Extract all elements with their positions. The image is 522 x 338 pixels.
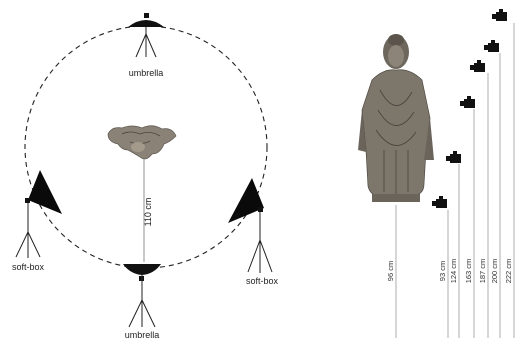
statue-top-view	[108, 126, 176, 159]
camera-height-label: 124 cm	[449, 259, 458, 284]
camera-icon	[470, 60, 485, 72]
softbox-right	[228, 178, 272, 273]
camera-height-label: 187 cm	[478, 259, 487, 284]
camera-height-label: 222 cm	[504, 259, 513, 284]
softbox-left-label: soft-box	[12, 262, 45, 272]
camera-icon	[492, 9, 507, 21]
camera-height-label: 200 cm	[490, 259, 499, 284]
distance-label: 110 cm	[143, 198, 153, 227]
statue-front-view	[358, 34, 434, 202]
camera-height-label: 93 cm	[438, 261, 447, 281]
umbrella-top	[128, 13, 164, 57]
camera-height-label: 96 cm	[386, 261, 395, 281]
umbrella-top-label: umbrella	[129, 68, 164, 78]
umbrella-bottom-label: umbrella	[125, 330, 160, 338]
softbox-right-label: soft-box	[246, 276, 279, 286]
camera-icon	[432, 196, 447, 208]
umbrella-bottom	[123, 264, 161, 327]
camera-height-label: 163 cm	[464, 259, 473, 284]
camera-icon	[484, 40, 499, 52]
camera-icon	[460, 96, 475, 108]
camera-icons	[432, 9, 507, 208]
camera-icon	[446, 151, 461, 163]
softbox-left	[16, 170, 62, 258]
